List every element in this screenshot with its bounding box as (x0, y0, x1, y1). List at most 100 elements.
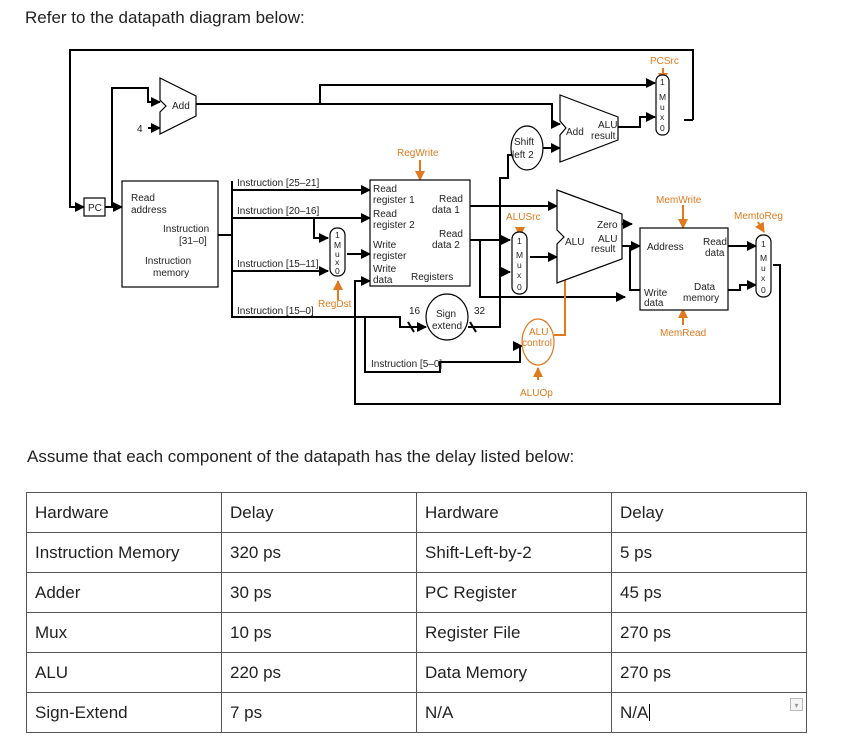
table-cell[interactable]: 7 ps (221, 692, 417, 733)
svg-text:RegWrite: RegWrite (397, 148, 439, 159)
branch-adder (559, 94, 619, 163)
svg-text:[31–0]: [31–0] (179, 236, 207, 247)
svg-text:address: address (131, 205, 167, 216)
svg-text:x: x (761, 273, 766, 283)
table-cell[interactable]: 270 ps (611, 652, 807, 693)
svg-text:ALU: ALU (598, 234, 617, 245)
table-row: Instruction Memory 320 ps Shift-Left-by-… (26, 532, 807, 573)
svg-text:x: x (660, 112, 665, 122)
svg-text:data: data (705, 248, 725, 259)
header-cell[interactable]: Hardware (26, 492, 222, 533)
svg-text:Instruction [20–16]: Instruction [20–16] (237, 206, 319, 217)
svg-text:PCSrc: PCSrc (650, 56, 679, 67)
svg-text:Instruction: Instruction (145, 256, 191, 267)
pc-mux (655, 74, 670, 136)
svg-text:Shift: Shift (514, 137, 534, 148)
svg-text:M: M (659, 92, 666, 102)
table-cell[interactable]: Adder (26, 572, 222, 613)
svg-text:M: M (334, 240, 341, 250)
svg-text:M: M (516, 250, 523, 260)
table-row: ALU 220 ps Data Memory 270 ps (26, 652, 807, 693)
register-file (369, 179, 471, 287)
top-adder (159, 77, 197, 135)
memtoreg-mux-labels: 1 M u x 0 (760, 239, 767, 295)
sign-extend (425, 293, 469, 341)
svg-text:Instruction [15–11]: Instruction [15–11] (237, 259, 319, 270)
alusrc-mux (511, 231, 528, 295)
table-cell[interactable]: Register File (416, 612, 612, 653)
svg-text:x: x (517, 270, 522, 280)
table-cell[interactable]: Data Memory (416, 652, 612, 693)
instruction-memory (121, 180, 219, 288)
text-caret (649, 703, 651, 721)
svg-text:Registers: Registers (411, 272, 453, 283)
alusrc-mux-labels: 1 M u x 0 (516, 236, 523, 292)
svg-text:ALU: ALU (598, 120, 617, 131)
svg-text:left 2: left 2 (512, 150, 534, 161)
table-cell[interactable]: N/A (416, 692, 612, 733)
svg-text:extend: extend (432, 321, 462, 332)
table-cell[interactable]: 10 ps (221, 612, 417, 653)
table-cell-editing[interactable]: N/A (611, 692, 807, 733)
svg-text:0: 0 (660, 123, 665, 133)
svg-text:0: 0 (761, 285, 766, 295)
svg-text:ALUOp: ALUOp (520, 388, 553, 399)
editing-cell-text: N/A (620, 702, 649, 722)
header-cell[interactable]: Delay (611, 492, 807, 533)
table-cell[interactable]: ALU (26, 652, 222, 693)
table-cell[interactable]: Sign-Extend (26, 692, 222, 733)
table-cell[interactable]: Shift-Left-by-2 (416, 532, 612, 573)
svg-text:0: 0 (517, 282, 522, 292)
svg-text:Add: Add (566, 127, 584, 138)
svg-text:32: 32 (474, 306, 486, 317)
svg-text:register 1: register 1 (373, 195, 415, 206)
svg-text:1: 1 (335, 230, 340, 240)
table-cell[interactable]: 5 ps (611, 532, 807, 573)
svg-text:u: u (761, 263, 766, 273)
svg-text:Read: Read (373, 184, 397, 195)
svg-text:M: M (760, 253, 767, 263)
svg-text:ALU: ALU (565, 237, 584, 248)
table-cell[interactable]: 270 ps (611, 612, 807, 653)
svg-text:register 2: register 2 (373, 220, 415, 231)
table-cell[interactable]: Instruction Memory (26, 532, 222, 573)
table-cell[interactable]: 320 ps (221, 532, 417, 573)
header-cell[interactable]: Delay (221, 492, 417, 533)
header-cell[interactable]: Hardware (416, 492, 612, 533)
data-memory (639, 227, 729, 311)
svg-text:ALU: ALU (529, 327, 548, 338)
svg-text:data: data (644, 298, 664, 309)
svg-text:Write: Write (373, 264, 397, 275)
svg-text:Read: Read (131, 193, 155, 204)
svg-text:Read: Read (703, 237, 727, 248)
table-cell[interactable]: PC Register (416, 572, 612, 613)
pc-label: PC (88, 203, 102, 214)
svg-text:data 2: data 2 (432, 240, 460, 251)
svg-text:1: 1 (517, 236, 522, 246)
svg-text:Read: Read (439, 229, 463, 240)
svg-text:memory: memory (153, 268, 189, 279)
svg-text:Write: Write (644, 288, 668, 299)
svg-text:Read: Read (439, 194, 463, 205)
svg-text:Instruction [5–0]: Instruction [5–0] (371, 359, 442, 370)
table-header-row: Hardware Delay Hardware Delay (26, 492, 807, 533)
alu-control (521, 318, 555, 366)
table-cell[interactable]: 30 ps (221, 572, 417, 613)
svg-text:memory: memory (683, 293, 719, 304)
table-cell[interactable]: 45 ps (611, 572, 807, 613)
regdst-mux (329, 227, 346, 277)
svg-text:data 1: data 1 (432, 205, 460, 216)
pc-register (83, 197, 106, 217)
table-cell[interactable]: Mux (26, 612, 222, 653)
alu (556, 189, 623, 284)
svg-text:Instruction [15–0]: Instruction [15–0] (237, 306, 314, 317)
table-cell[interactable]: 220 ps (221, 652, 417, 693)
svg-text:Instruction [25–21]: Instruction [25–21] (237, 178, 319, 189)
assumption-text: Assume that each component of the datapa… (27, 447, 575, 466)
svg-text:Zero: Zero (597, 220, 618, 231)
svg-text:Add: Add (172, 101, 190, 112)
svg-text:result: result (591, 244, 616, 255)
svg-text:Address: Address (647, 242, 684, 253)
cell-dropdown-icon[interactable]: ▾ (790, 698, 803, 711)
svg-text:16: 16 (409, 306, 421, 317)
